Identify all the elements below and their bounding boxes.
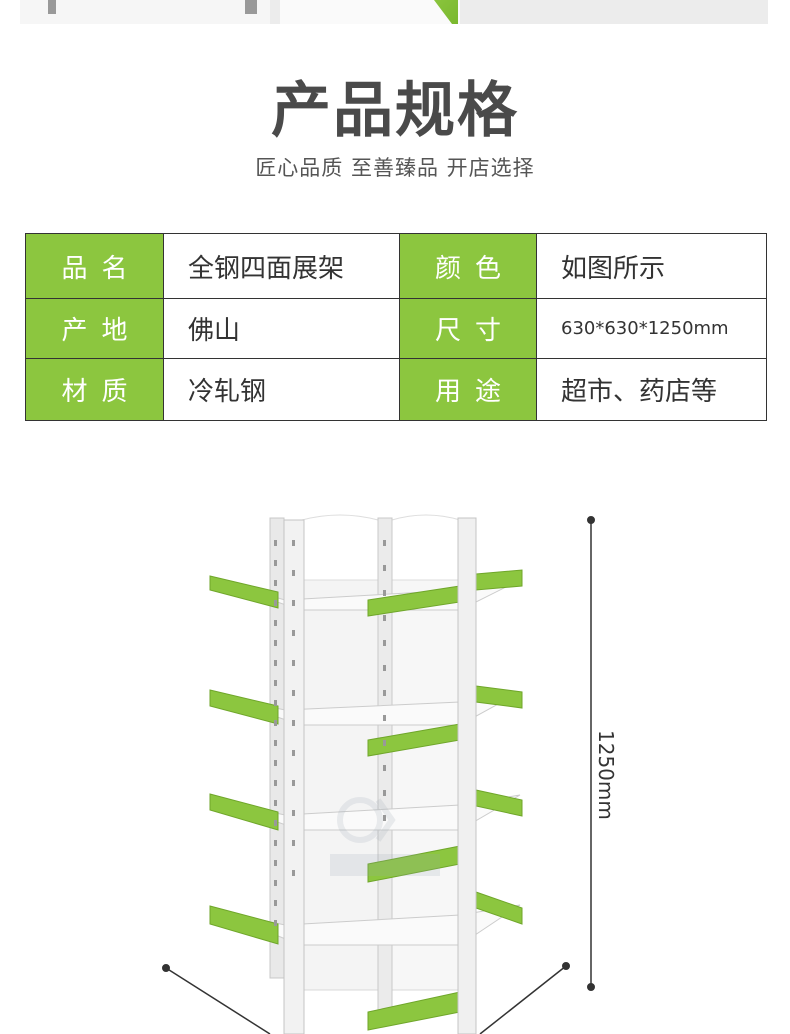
watermark-logo: [330, 797, 440, 876]
product-illustration: [162, 514, 595, 1034]
spec-label-origin: 产地: [26, 299, 164, 359]
section-subtitle: 匠心品质 至善臻品 开店选择: [255, 156, 535, 180]
height-dimension-line: [587, 516, 595, 991]
banner-bracket: [48, 0, 56, 14]
spec-label-usage: 用途: [400, 359, 537, 420]
spec-value-material: 冷轧钢: [164, 359, 400, 420]
spec-value-origin: 佛山: [164, 299, 400, 359]
spec-label-size: 尺寸: [400, 299, 537, 359]
top-banner-image: [20, 0, 768, 24]
banner-shelf-fragment: [20, 0, 270, 24]
spec-label-color: 颜色: [400, 234, 537, 299]
spec-value-size: 630*630*1250mm: [537, 299, 766, 359]
upright-slots: [274, 540, 386, 926]
spec-value-color: 如图所示: [537, 234, 766, 299]
width-dimension-lines: [162, 962, 570, 1034]
height-dimension-label: 1250mm: [594, 730, 618, 820]
green-price-strips: [209, 569, 523, 1031]
spec-table: 品名 全钢四面展架 颜色 如图所示 产地 佛山 尺寸 630*630*1250m…: [25, 233, 767, 421]
front-uprights: [283, 517, 477, 1034]
banner-bracket: [245, 0, 257, 14]
spec-label-material: 材质: [26, 359, 164, 420]
spec-value-usage: 超市、药店等: [561, 377, 718, 407]
spec-value-name: 全钢四面展架: [164, 234, 400, 299]
banner-shelf-fragment: [280, 0, 460, 24]
section-title: 产品规格: [271, 76, 519, 146]
spec-label-name: 品名: [26, 234, 164, 299]
